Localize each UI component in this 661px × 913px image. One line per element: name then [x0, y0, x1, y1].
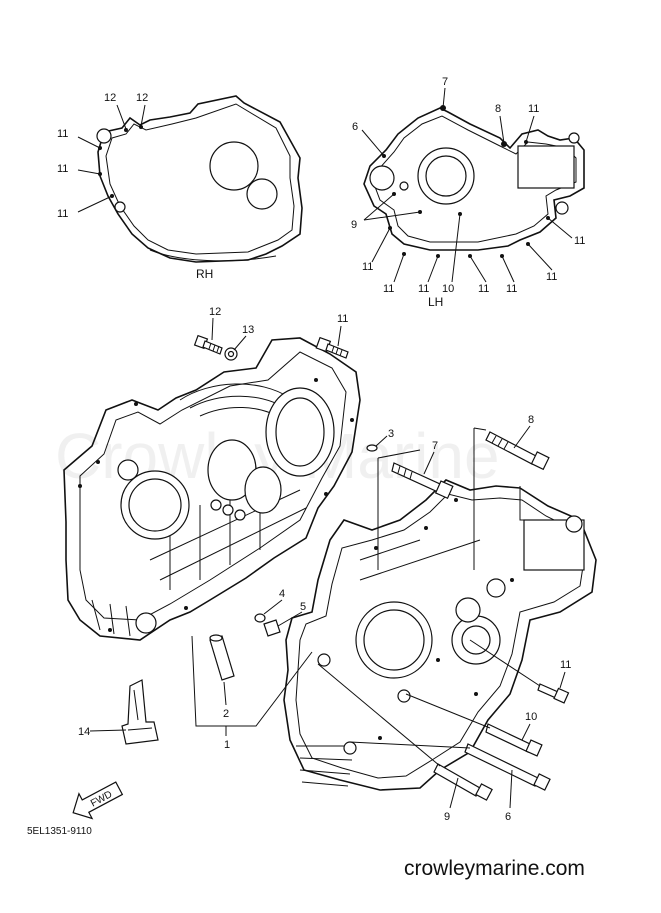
- callout-11: 11: [383, 283, 394, 295]
- callout-13: 13: [242, 324, 254, 336]
- callout-2: 2: [223, 708, 229, 720]
- callout-11: 11: [506, 283, 517, 295]
- fwd-arrow-icon: FWD: [72, 781, 124, 820]
- callout-9: 9: [444, 811, 450, 823]
- bolt-7[interactable]: [391, 462, 454, 500]
- callout-11: 11: [57, 163, 68, 175]
- callout-11: 11: [418, 283, 429, 295]
- callout-11: 11: [362, 261, 373, 273]
- washer-13[interactable]: [224, 347, 238, 361]
- callout-5: 5: [300, 601, 306, 613]
- lh-callouts: 7 8 11 6 9 11 11 11 10 11 11 11 11: [351, 76, 585, 295]
- callout-12: 12: [209, 306, 221, 318]
- callout-11: 11: [337, 313, 348, 325]
- bolt-11-upper[interactable]: [315, 336, 349, 359]
- strainer-14[interactable]: [121, 679, 159, 745]
- o-ring-3[interactable]: [366, 444, 378, 452]
- callout-11: 11: [478, 283, 489, 295]
- lh-label: LH: [428, 295, 443, 309]
- fwd-label: FWD: [89, 789, 114, 809]
- callout-8: 8: [528, 414, 534, 426]
- bolt-9[interactable]: [433, 763, 493, 801]
- bolt-6[interactable]: [464, 743, 551, 791]
- callout-14: 14: [78, 726, 90, 738]
- callout-11: 11: [57, 128, 68, 140]
- callout-11: 11: [57, 208, 68, 220]
- callout-7: 7: [432, 440, 438, 452]
- callout-10: 10: [525, 711, 537, 723]
- crankcase-left-half[interactable]: [63, 337, 361, 641]
- rh-gasket[interactable]: [96, 95, 303, 263]
- callout-6: 6: [352, 121, 358, 133]
- callout-8: 8: [495, 103, 501, 115]
- callout-9: 9: [351, 219, 357, 231]
- bolt-11-right[interactable]: [537, 683, 570, 704]
- bolt-10[interactable]: [485, 723, 543, 757]
- rh-label: RH: [196, 267, 213, 281]
- callout-12: 12: [136, 92, 148, 104]
- part-code: 5EL1351-9110: [27, 826, 92, 837]
- dowel-pin-5[interactable]: [263, 619, 281, 637]
- callout-6: 6: [505, 811, 511, 823]
- callout-11: 11: [574, 235, 585, 247]
- callout-11: 11: [560, 659, 571, 671]
- bolt-12[interactable]: [193, 334, 223, 355]
- callout-1: 1: [224, 739, 230, 751]
- callout-11: 11: [546, 271, 557, 283]
- callout-4: 4: [279, 588, 285, 600]
- brand-footer: crowleymarine.com: [404, 857, 585, 880]
- bolt-8[interactable]: [485, 431, 550, 471]
- callout-3: 3: [388, 428, 394, 440]
- main-callouts: 12 13 11 3 7 8 4 5 2 1 14 11 10 9 6: [78, 306, 571, 823]
- lh-gasket[interactable]: [363, 107, 585, 251]
- o-ring-4[interactable]: [254, 613, 266, 623]
- callout-10: 10: [442, 283, 454, 295]
- crankcase-right-half[interactable]: [283, 479, 597, 791]
- callout-7: 7: [442, 76, 448, 88]
- rh-callouts: 12 12 11 11 11: [57, 92, 148, 220]
- dowel-pin-2[interactable]: [209, 634, 235, 681]
- callout-12: 12: [104, 92, 116, 104]
- callout-11: 11: [528, 103, 539, 115]
